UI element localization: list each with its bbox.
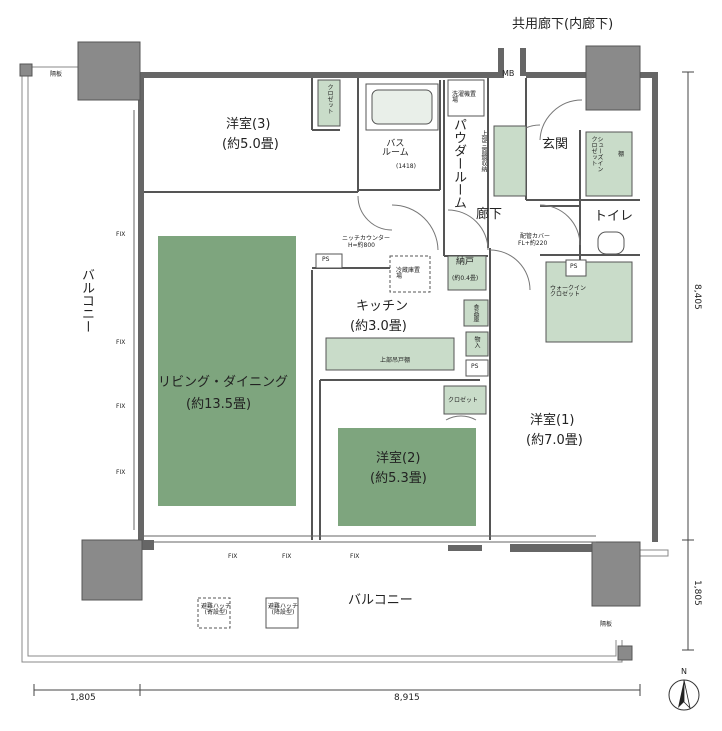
bath-name: バス ルーム [382, 139, 409, 158]
western1-size: (約7.0畳) [526, 433, 583, 448]
fix-label-3: FIX [116, 403, 126, 410]
shoes-closet-label: シューズイン クロゼット [590, 136, 603, 172]
pillars [19, 41, 641, 661]
kitchen-size: (約3.0畳) [350, 319, 407, 334]
storage-label: 物入 [473, 336, 480, 348]
fix-label-6: FIX [282, 553, 292, 560]
niche-height-label: H=約800 [348, 242, 375, 249]
western2-size: (約5.3畳) [370, 471, 427, 486]
entrance-label: 玄関 [542, 137, 569, 152]
evac-hatch-up [197, 597, 231, 629]
evac-hatch-up-label: 避難ハッチ (寄設型) [201, 603, 232, 616]
fridge-space [389, 255, 431, 293]
storage-door-label: 納戸 [456, 257, 475, 267]
hallway-label: 廊下 [476, 207, 503, 222]
dim-right-lower: 1,805 [692, 580, 702, 606]
dim-right-upper: 8,405 [692, 284, 702, 310]
fix-label-1: FIX [116, 231, 126, 238]
toilet-label: トイレ [594, 209, 634, 224]
walkin-label: ウォークイン クロゼット [550, 285, 587, 298]
distribution-cover-label: 配管カバー [520, 233, 551, 240]
fix-label-2: FIX [116, 339, 126, 346]
closet-top-label: クロゼット [326, 84, 333, 114]
kitchen-name: キッチン [356, 299, 409, 314]
kitchen-counter [325, 337, 455, 371]
evac-hatch-down-label: 避難ハッチ (降設型) [268, 603, 299, 616]
mb-label: MB [502, 69, 515, 78]
north-label: N [681, 667, 687, 676]
partition-label-1: 隔板 [50, 71, 63, 78]
storage-small [465, 331, 489, 357]
closet-top [317, 79, 341, 127]
dim-bottom-left: 1,805 [70, 693, 96, 703]
balcony-label: バルコニー [348, 593, 413, 608]
pantry [463, 299, 489, 327]
room-fills [158, 236, 476, 526]
living-room-fill [158, 236, 296, 506]
upper-cabinet-label: 上部吊戸棚 [380, 357, 411, 364]
evac-hatch-down [265, 597, 299, 629]
washer-area [447, 79, 485, 117]
ps-label-1: PS [322, 256, 330, 263]
storage-door-size: (約0.4畳) [452, 275, 479, 282]
closet-w2 [443, 385, 487, 415]
fix-label-4: FIX [116, 469, 126, 476]
ps-box-3 [565, 259, 587, 277]
toilet-bowl [597, 231, 625, 255]
western2-name: 洋室(2) [376, 451, 421, 466]
walkin [545, 261, 633, 343]
western3-size: (約5.0畳) [222, 137, 279, 152]
western2-fill [338, 428, 476, 526]
fix-label-5: FIX [228, 553, 238, 560]
ps-label-3: PS [570, 263, 578, 270]
north-arrow-icon [668, 679, 700, 711]
ld-name: リビング・ダイニング [158, 375, 289, 390]
powder-room-label: パウダールーム [451, 118, 466, 209]
ps-box-2 [465, 359, 489, 377]
windows [133, 110, 596, 543]
western1-name: 洋室(1) [530, 413, 575, 428]
vanity [493, 125, 527, 197]
ld-size: (約13.5畳) [186, 397, 252, 412]
top-corridor-label: 共用廊下(内廊下) [512, 17, 614, 32]
partition-label-2: 隔板 [600, 621, 613, 628]
distribution-height-label: FL+約220 [518, 240, 548, 247]
balcony-left-label: バルコニー [79, 268, 94, 333]
fridge-label: 冷蔵庫置場 [396, 267, 421, 280]
shoes-closet [585, 131, 633, 197]
shelf-label: 棚 [618, 151, 625, 158]
washer-label: 洗濯機置場 [452, 91, 477, 104]
upper-storage-label: 上部三面鏡収納 [480, 130, 487, 172]
niche-counter-label: ニッチカウンター [342, 235, 391, 242]
pantry-label: 食品庫 [472, 304, 479, 322]
dimension-lines [33, 71, 694, 696]
fixtures [197, 79, 633, 629]
bath-size: (1418) [396, 163, 416, 170]
fix-label-7: FIX [350, 553, 360, 560]
western3-name: 洋室(3) [226, 117, 271, 132]
storage-room [447, 255, 487, 291]
ps-box-1 [315, 253, 343, 269]
closet-w2-label: クロゼット [448, 397, 479, 404]
ps-label-2: PS [471, 363, 479, 370]
dim-bottom-main: 8,915 [394, 693, 420, 703]
exterior-walls [138, 48, 658, 552]
